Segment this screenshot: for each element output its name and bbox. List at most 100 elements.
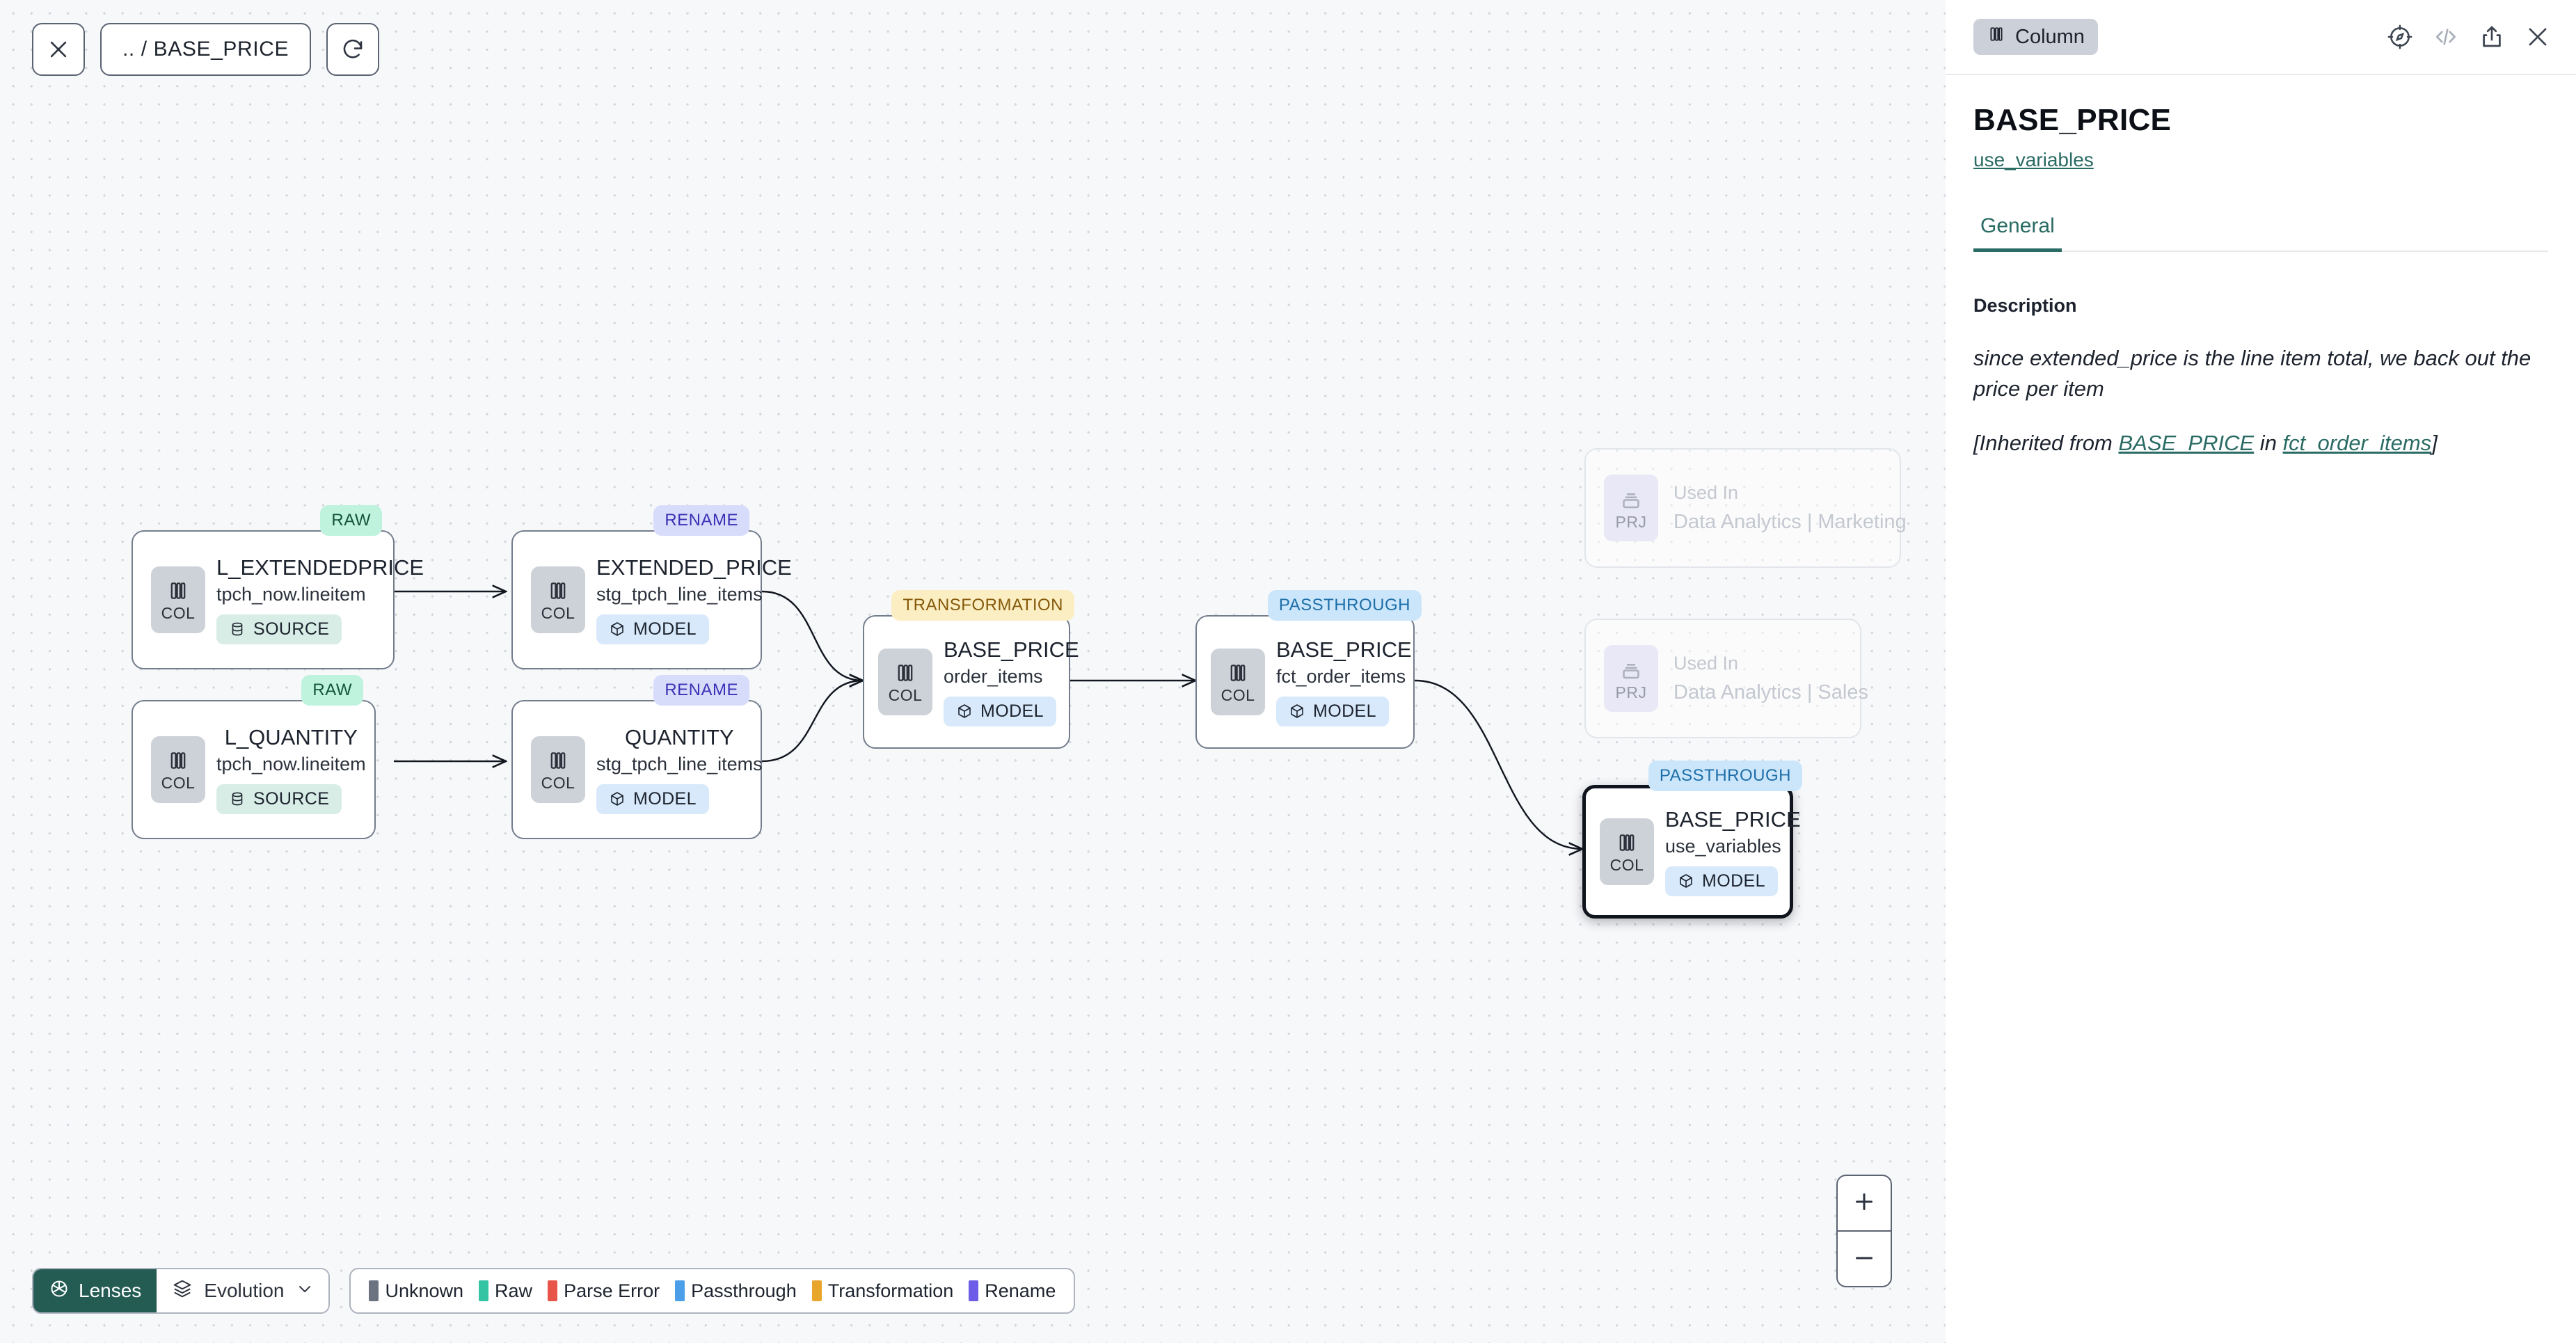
legend-label: Rename: [985, 1280, 1056, 1301]
column-icon: COL: [531, 736, 585, 803]
lineage-node-base-price-use-variables[interactable]: PASSTHROUGH COL BASE_PRICE use_variables: [1582, 761, 1802, 919]
lenses-button[interactable]: Lenses: [33, 1269, 157, 1312]
node-title: QUANTITY: [624, 725, 734, 750]
cube-icon: [1680, 874, 1692, 888]
legend-label: Unknown: [385, 1280, 464, 1301]
canvas-toolbar: .. / BASE_PRICE: [32, 23, 380, 76]
details-tabs: General: [1973, 214, 2548, 252]
aperture-icon: [49, 1278, 70, 1304]
node-type-label: MODEL: [633, 619, 697, 639]
column-icon: COL: [531, 566, 585, 633]
legend-item[interactable]: Transformation: [811, 1280, 953, 1302]
legend-swatch-passthrough: [675, 1280, 685, 1301]
column-icon-label: COL: [888, 685, 923, 704]
close-button[interactable]: [32, 23, 85, 76]
column-icon-label: COL: [1609, 855, 1644, 874]
evolution-dropdown[interactable]: Evolution: [157, 1269, 329, 1312]
used-in-project: Data Analytics | Marketing: [1673, 510, 1907, 533]
entity-kind-chip: Column: [1973, 19, 2098, 55]
legend-swatch-raw: [479, 1280, 489, 1301]
node-subtitle: use_variables: [1665, 836, 1781, 857]
used-in-node-marketing[interactable]: PRJ Used In Data Analytics | Marketing: [1584, 448, 1907, 568]
project-icon: PRJ: [1604, 475, 1658, 541]
node-type-label: MODEL: [1313, 701, 1376, 721]
node-title: L_QUANTITY: [224, 725, 358, 750]
inherited-suffix: ]: [2431, 431, 2438, 456]
node-title: BASE_PRICE: [1665, 807, 1801, 832]
refresh-button[interactable]: [326, 23, 380, 76]
refresh-icon: [341, 38, 365, 61]
project-icon-label: PRJ: [1615, 512, 1647, 531]
project-icon: PRJ: [1604, 645, 1658, 712]
legend-swatch-transformation: [811, 1280, 822, 1301]
lineage-node-extended-price[interactable]: RENAME COL EXTENDED_PRICE stg_tpch_line_…: [511, 505, 792, 669]
used-in-label: Used In: [1673, 482, 1739, 504]
legend-item[interactable]: Unknown: [369, 1280, 463, 1302]
legend-item[interactable]: Parse Error: [548, 1280, 660, 1302]
node-type-label: SOURCE: [253, 788, 330, 809]
zoom-divider: [1838, 1230, 1891, 1232]
node-subtitle: tpch_now.lineitem: [216, 584, 366, 605]
node-subtitle: stg_tpch_line_items: [596, 754, 763, 775]
used-in-project: Data Analytics | Sales: [1673, 681, 1868, 704]
breadcrumb-label: .. / BASE_PRICE: [122, 38, 289, 61]
lineage-node-quantity[interactable]: RENAME COL QUANTITY stg_tpch_line_items: [511, 675, 763, 839]
column-icon-label: COL: [161, 773, 196, 792]
legend-label: Raw: [495, 1280, 533, 1301]
lineage-canvas[interactable]: .. / BASE_PRICE: [0, 0, 1946, 1343]
legend-swatch-rename: [969, 1280, 979, 1301]
node-title: L_EXTENDEDPRICE: [216, 555, 424, 580]
tab-general[interactable]: General: [1973, 214, 2062, 252]
code-icon[interactable]: [2433, 24, 2459, 50]
entity-kind-label: Column: [2015, 25, 2085, 48]
legend-item[interactable]: Passthrough: [675, 1280, 797, 1302]
legend-swatch-parse-error: [548, 1280, 558, 1301]
breadcrumb[interactable]: .. / BASE_PRICE: [100, 23, 312, 76]
lenses-label: Lenses: [79, 1280, 142, 1301]
lineage-node-base-price-fct-order-items[interactable]: PASSTHROUGH COL BASE_PRICE fct_order_ite…: [1195, 590, 1422, 749]
node-type-label: MODEL: [980, 701, 1044, 721]
inherited-model-link[interactable]: fct_order_items: [2282, 431, 2432, 456]
zoom-in-button[interactable]: [1838, 1176, 1891, 1230]
lineage-node-l-quantity[interactable]: RAW COL L_QUANTITY tpch_now.lineitem: [132, 675, 376, 839]
compass-icon[interactable]: [2387, 24, 2413, 50]
bottom-toolbar: Lenses Evolution: [32, 1268, 1076, 1314]
lineage-node-base-price-order-items[interactable]: TRANSFORMATION COL BASE_PRICE order_item…: [863, 590, 1079, 749]
node-type-label: MODEL: [1702, 871, 1765, 891]
database-icon: [232, 792, 243, 806]
inherited-column-link[interactable]: BASE_PRICE: [2118, 431, 2255, 456]
node-badge: RAW: [301, 675, 363, 706]
node-type-pill: MODEL: [596, 784, 709, 814]
panel-header-actions: [2387, 24, 2551, 50]
zoom-out-button[interactable]: [1838, 1232, 1891, 1286]
legend-item[interactable]: Raw: [479, 1280, 532, 1302]
node-badge: RAW: [320, 505, 382, 536]
database-icon: [232, 622, 243, 636]
used-in-label: Used In: [1673, 653, 1739, 674]
column-icon: COL: [151, 736, 205, 803]
node-type-pill: MODEL: [1276, 696, 1389, 726]
legend-label: Parse Error: [564, 1280, 660, 1301]
cube-icon: [1291, 704, 1303, 718]
plus-icon: [1852, 1189, 1877, 1216]
cube-icon: [611, 622, 623, 636]
share-icon[interactable]: [2479, 24, 2505, 50]
tab-general-label: General: [1980, 214, 2055, 237]
description-text: since extended_price is the line item to…: [1973, 346, 2531, 402]
column-icon: COL: [1600, 818, 1654, 885]
node-subtitle: stg_tpch_line_items: [596, 584, 763, 605]
node-subtitle: order_items: [944, 666, 1043, 688]
used-in-node-sales[interactable]: PRJ Used In Data Analytics | Sales: [1584, 619, 1868, 738]
details-panel-body: BASE_PRICE use_variables General Descrip…: [1946, 75, 2576, 459]
node-type-pill: MODEL: [596, 614, 709, 644]
column-icon-label: COL: [541, 773, 575, 792]
legend-item[interactable]: Rename: [969, 1280, 1056, 1302]
close-icon[interactable]: [2525, 24, 2551, 50]
legend-label: Passthrough: [691, 1280, 797, 1301]
minus-icon: [1852, 1246, 1877, 1273]
parent-model-link[interactable]: use_variables: [1973, 149, 2094, 170]
column-icon: [1987, 24, 2006, 49]
column-icon: COL: [1211, 649, 1265, 715]
lineage-node-l-extendedprice[interactable]: RAW COL L_EXTENDEDPRICE tpch_now.lineite…: [132, 505, 424, 669]
